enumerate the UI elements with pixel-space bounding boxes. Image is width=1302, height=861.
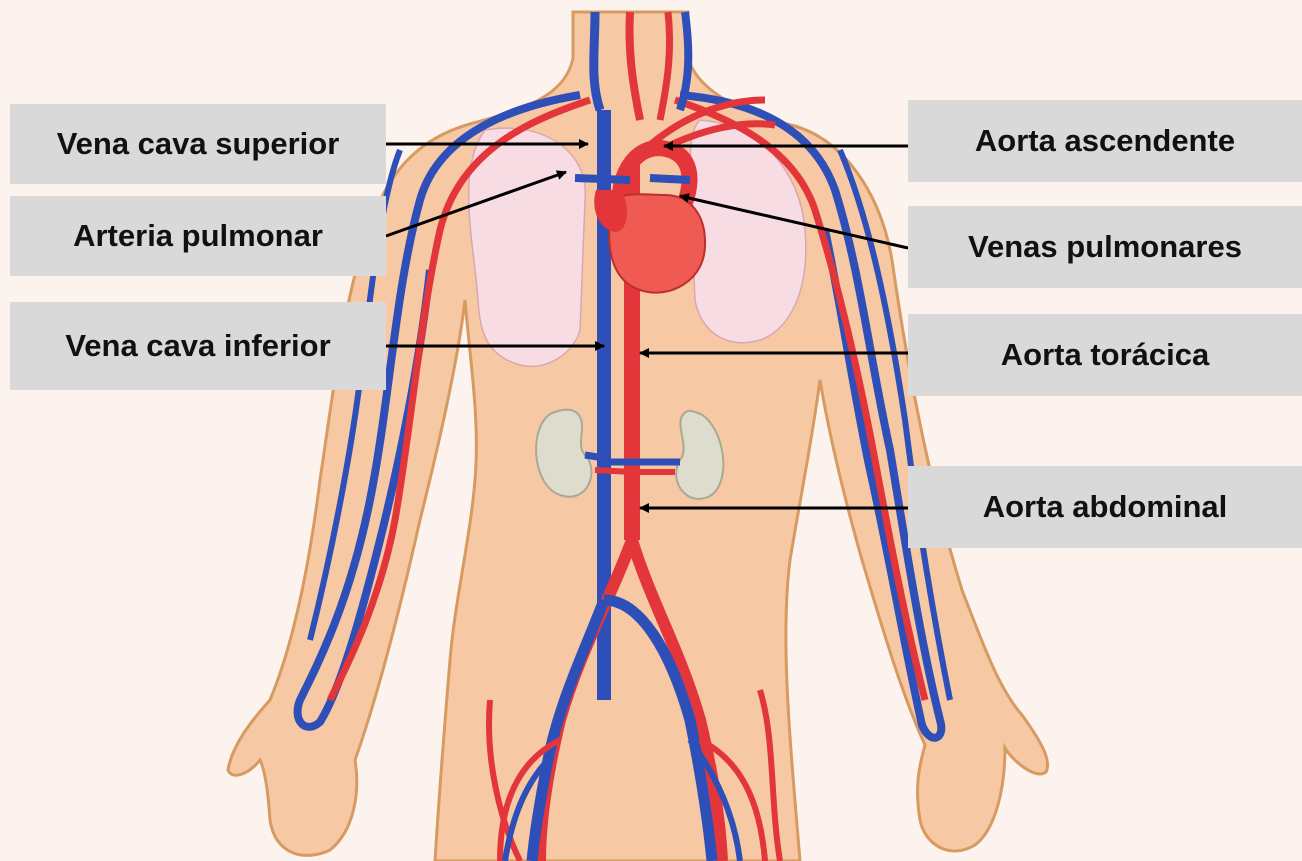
label-vena-cava-superior: Vena cava superior	[10, 104, 386, 184]
renal-artery	[595, 470, 675, 472]
label-aorta-toracica: Aorta torácica	[908, 314, 1302, 396]
label-venas-pulmonares: Venas pulmonares	[908, 206, 1302, 288]
label-arteria-pulmonar: Arteria pulmonar	[10, 196, 386, 276]
label-text: Aorta abdominal	[983, 489, 1228, 525]
label-text: Aorta ascendente	[975, 123, 1235, 159]
label-text: Arteria pulmonar	[73, 218, 323, 254]
label-text: Vena cava inferior	[65, 328, 330, 364]
label-text: Venas pulmonares	[968, 229, 1242, 265]
label-aorta-ascendente: Aorta ascendente	[908, 100, 1302, 182]
label-aorta-abdominal: Aorta abdominal	[908, 466, 1302, 548]
left-lung	[469, 128, 586, 366]
label-text: Aorta torácica	[1001, 337, 1209, 373]
label-text: Vena cava superior	[57, 126, 340, 162]
label-vena-cava-inferior: Vena cava inferior	[10, 302, 386, 390]
